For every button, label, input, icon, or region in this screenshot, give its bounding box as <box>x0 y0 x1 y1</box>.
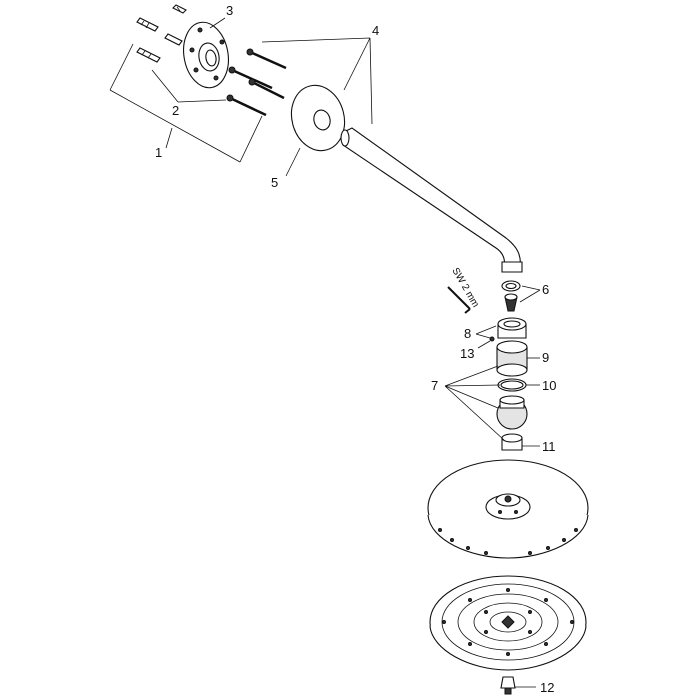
callout-12: 12 <box>540 680 554 695</box>
callout-9: 9 <box>542 350 549 365</box>
o-ring-10 <box>497 378 527 392</box>
callout-13: 13 <box>460 346 474 361</box>
screw-1 <box>246 48 287 70</box>
rosette-cover <box>290 84 346 152</box>
overhead-shower-top <box>427 459 589 559</box>
callout-5: 5 <box>271 175 278 190</box>
callout-8: 8 <box>464 326 471 341</box>
joint-body-9 <box>496 340 528 377</box>
shower-arm <box>340 127 523 273</box>
leader-lines <box>109 17 541 688</box>
wall-plug-a <box>172 4 187 14</box>
callout-4: 4 <box>372 23 379 38</box>
screw-4 <box>226 94 267 117</box>
seal-ring-6 <box>501 280 521 292</box>
callout-6: 6 <box>542 282 549 297</box>
ball-joint <box>496 395 528 430</box>
wall-plug-c <box>164 33 183 46</box>
check-valve-12 <box>500 676 516 695</box>
callout-1: 1 <box>155 145 162 160</box>
wall-plug-d <box>136 47 161 63</box>
spray-disc <box>429 575 587 671</box>
wall-plug-b <box>136 17 159 32</box>
grub-screw-13 <box>489 336 495 342</box>
callout-11: 11 <box>542 439 556 454</box>
screw-3 <box>248 78 285 100</box>
screen-6 <box>504 293 518 312</box>
hex-key <box>447 286 471 314</box>
callout-10: 10 <box>542 378 556 393</box>
callout-3: 3 <box>226 3 233 18</box>
wall-mounting-plate <box>183 21 229 89</box>
ring-11 <box>501 433 523 451</box>
nut-8 <box>497 317 527 339</box>
callout-2: 2 <box>172 103 179 118</box>
callout-7: 7 <box>431 378 438 393</box>
